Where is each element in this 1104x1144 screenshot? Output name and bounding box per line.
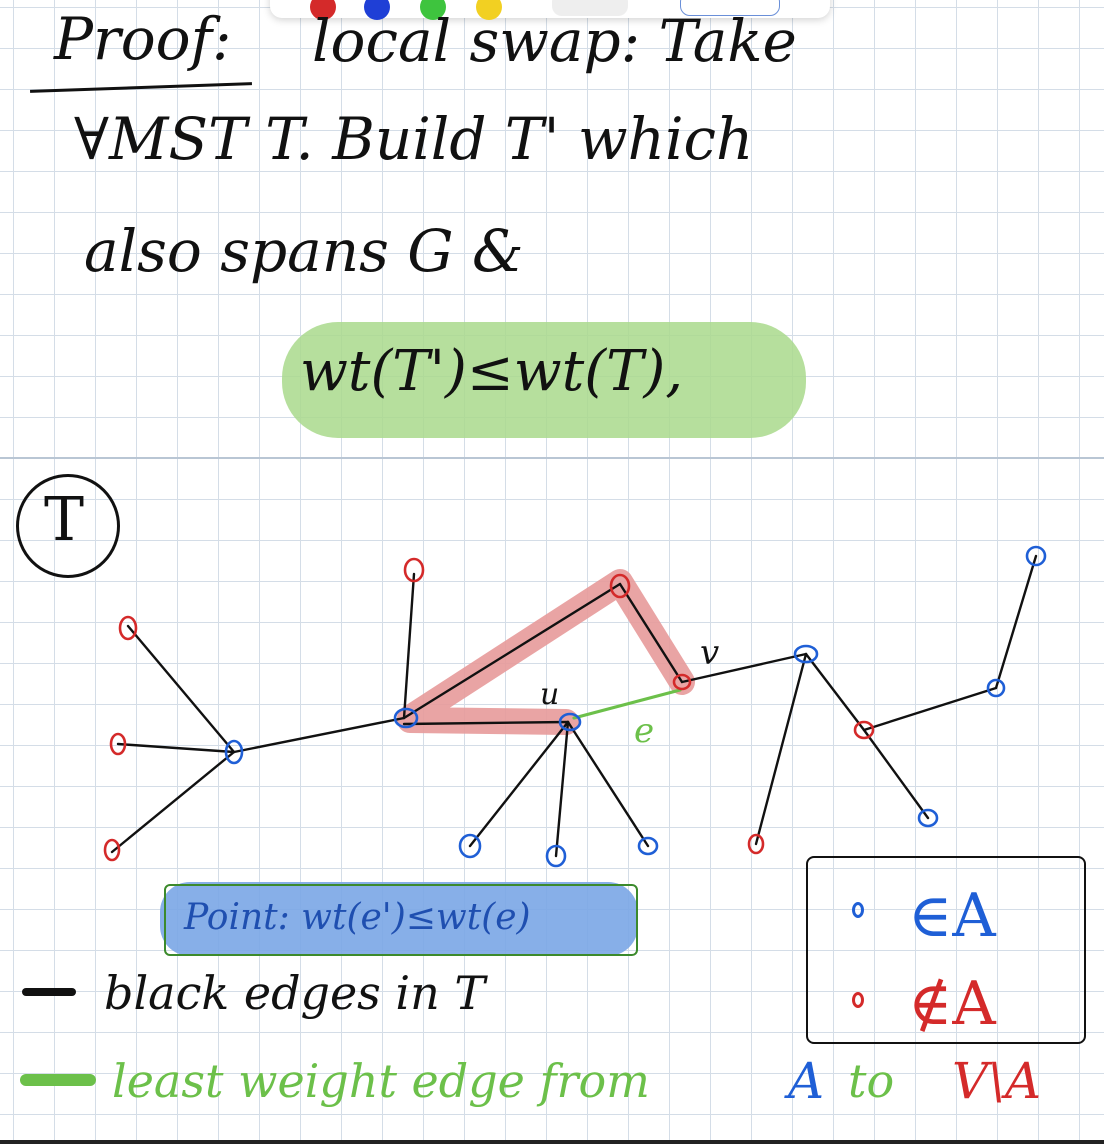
red-pen-icon[interactable] [310,0,336,20]
legend-red-dot-icon [852,992,864,1008]
tree-T-circle [16,474,120,578]
edge [754,652,808,846]
node-blue [458,833,482,859]
label-e: e [634,711,654,751]
legend-in-A: ∈A [908,881,996,951]
node-blue [545,844,567,868]
legend-blue-dot-icon [852,902,864,918]
edge [126,624,236,754]
black-edges-label: black edges in T [104,966,486,1020]
notes-line-1: local swap: Take [312,7,797,75]
node-blue [224,739,244,765]
node-blue [393,707,419,729]
edge [116,742,236,754]
proof-heading: Proof: [54,5,232,73]
node-blue [1025,545,1047,567]
edge [862,686,998,732]
green-highlight [282,322,806,438]
label-v: v [700,633,719,673]
legend-not-in-A: ∉A [908,969,996,1039]
label-u: u [540,677,559,712]
node-red [609,573,631,599]
edge [862,728,930,820]
node-red [118,615,138,641]
node-red [103,838,121,862]
tree-nodes [103,545,1047,868]
node-blue [917,808,939,828]
green-pen-icon[interactable] [420,0,446,20]
edge [554,720,570,858]
bottom-border [0,1140,1104,1144]
edge [468,720,570,848]
black-edge-swatch [22,988,76,996]
edge [232,716,406,754]
page-divider [0,457,1104,459]
node-red [747,833,765,855]
edge-e [572,688,682,720]
pen-toolbar [270,0,830,20]
notes-line-4: wt(T')≤wt(T), [300,339,684,404]
green-edge-to: to [848,1054,895,1108]
edge [680,652,808,684]
node-red [672,673,692,691]
toolbar-button[interactable] [680,0,780,16]
blue-pen-icon[interactable] [364,0,390,20]
edge [618,582,684,684]
green-edge-A: A [788,1052,825,1110]
point-text: Point: wt(e')≤wt(e) [184,897,531,938]
node-blue [793,644,819,664]
node-red [109,732,127,756]
green-edge-swatch [20,1074,96,1086]
yellow-pen-icon[interactable] [476,0,502,20]
toolbar-button[interactable] [552,0,628,16]
edge [804,652,866,732]
point-highlight [160,882,638,956]
edge [110,750,236,854]
legend-box: ∈A ∉A [806,856,1086,1044]
edge [402,582,622,720]
edge [402,720,570,726]
edge [566,720,650,848]
node-blue [637,836,659,856]
notes-line-3: also spans G & [84,217,524,285]
edge [994,554,1038,690]
edge [402,572,416,720]
green-edge-label: least weight edge from [112,1054,650,1108]
node-red [403,557,425,583]
notes-line-2: ∀MST T. Build T' which [74,105,754,173]
node-red [853,720,875,740]
green-edge-VA: V\A [952,1052,1042,1110]
node-blue [558,712,582,732]
tree-T-label: T [44,485,85,555]
tree-edges [110,554,1038,858]
node-blue [986,678,1006,698]
point-box [164,884,638,956]
